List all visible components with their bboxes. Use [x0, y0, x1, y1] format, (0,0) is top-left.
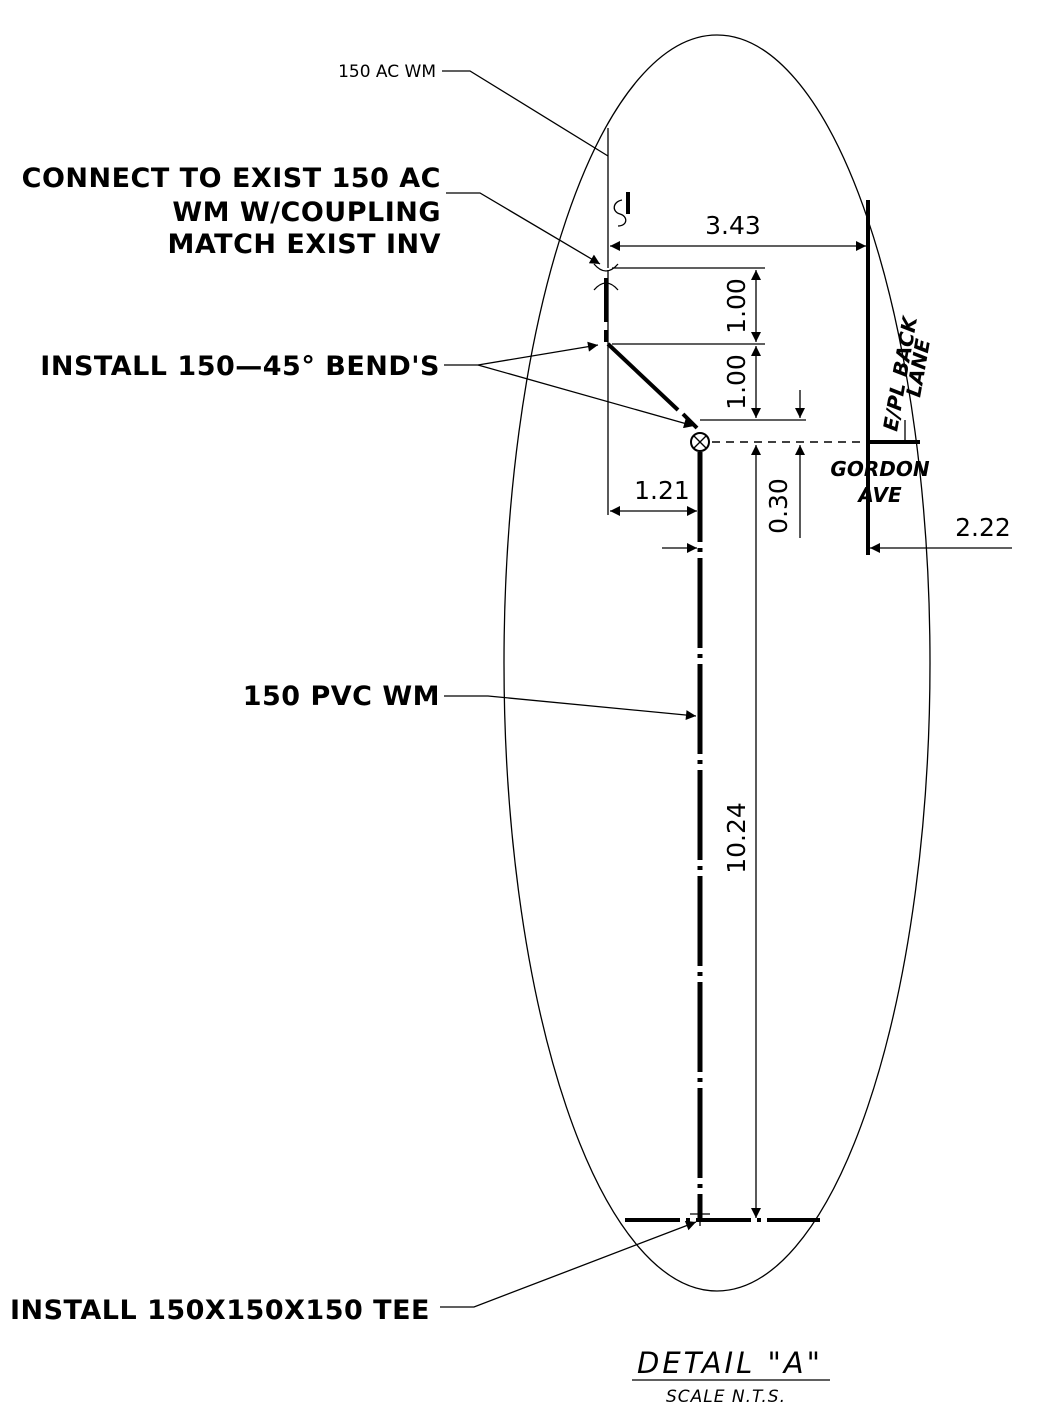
detail-title: DETAIL "A" [637, 1346, 823, 1380]
label-street-1: GORDON [830, 457, 929, 481]
dim-lower-vertical: 1.00 [722, 354, 751, 410]
label-tee: INSTALL 150X150X150 TEE [10, 1295, 430, 1326]
label-connect-line3: MATCH EXIST INV [167, 229, 441, 260]
label-bends: INSTALL 150—45° BEND'S [40, 351, 440, 382]
label-connect-line2: WM W/COUPLING [172, 197, 441, 228]
label-pvc-main: 150 PVC WM [243, 681, 440, 712]
label-existing-main: 150 AC WM [338, 62, 436, 82]
existing-main-break-symbol [613, 199, 627, 227]
dim-offset: 1.21 [634, 476, 690, 505]
pipe-45-bend-segment-b [681, 412, 699, 430]
pipe-45-bend-segment [606, 342, 680, 412]
dim-long-vertical: 10.24 [722, 802, 751, 874]
detail-boundary-ellipse [503, 34, 931, 1292]
dim-right-offset: 2.22 [955, 513, 1011, 542]
detail-scale: SCALE N.T.S. [666, 1387, 786, 1407]
label-street-2: AVE [856, 483, 902, 507]
dim-small-offset: 0.30 [764, 478, 793, 534]
dim-upper-vertical: 1.00 [722, 278, 751, 334]
dim-top-width: 3.43 [705, 211, 761, 240]
label-connect-line1: CONNECT TO EXIST 150 AC [22, 163, 441, 194]
